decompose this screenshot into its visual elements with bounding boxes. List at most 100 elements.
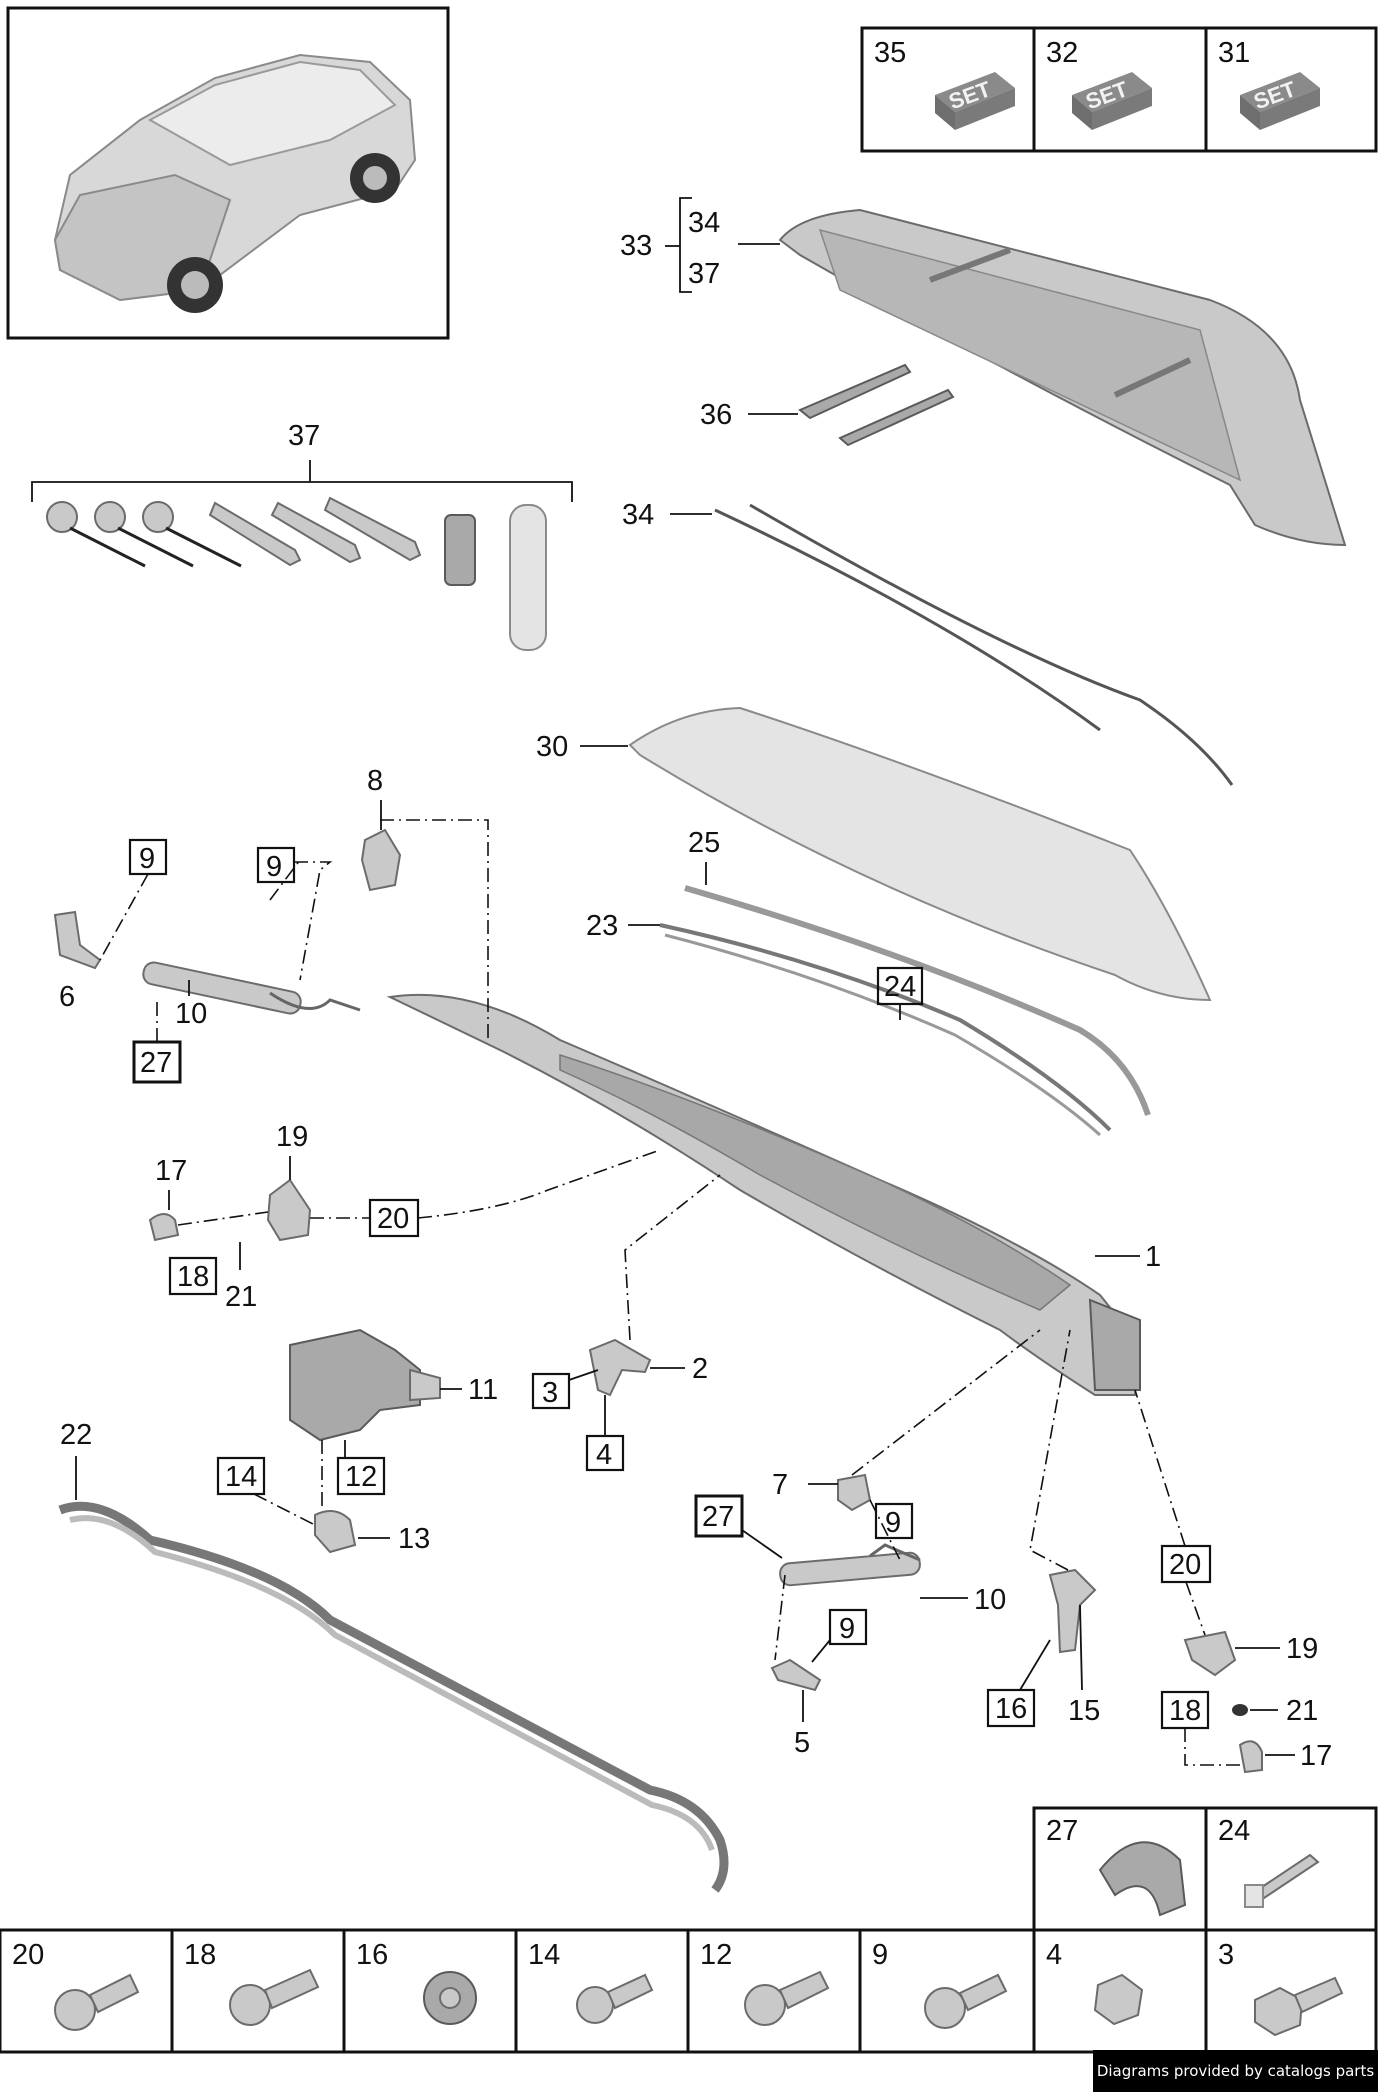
diagram-credit: Diagrams provided by catalogs parts — [1093, 2050, 1378, 2092]
label-33: 33 — [620, 230, 652, 262]
callout-13-14: 14 13 — [216, 1456, 430, 1555]
label-27: 27 — [140, 1047, 172, 1079]
label-20: 20 — [1169, 1549, 1201, 1581]
label-30: 30 — [536, 731, 568, 763]
part-22-weatherstrip[interactable] — [58, 1501, 729, 1893]
label-11: 11 — [468, 1374, 498, 1406]
parts-grid-bottom: 20 18 16 14 12 9 4 3 — [0, 1928, 1378, 2054]
grid-cell-9[interactable]: 9 — [872, 1939, 1008, 2029]
grid-cell-18[interactable]: 18 — [184, 1939, 320, 2026]
part-8-clip[interactable] — [360, 828, 402, 892]
part-37-fastener-kit[interactable] — [31, 460, 573, 651]
label-7: 7 — [772, 1469, 788, 1501]
label-20: 20 — [377, 1203, 409, 1235]
grid-cell-number: 3 — [1218, 1939, 1234, 1971]
part-5-bracket[interactable] — [770, 1658, 822, 1692]
part-17-buffer-left[interactable] — [148, 1213, 180, 1242]
label-3: 3 — [542, 1377, 558, 1409]
label-24: 24 — [884, 971, 916, 1003]
label-18: 18 — [1169, 1695, 1201, 1727]
callout-22: 22 — [60, 1419, 92, 1500]
label-27: 27 — [702, 1501, 734, 1533]
callout-34: 34 — [622, 499, 712, 531]
part-17-buffer-right[interactable] — [1238, 1740, 1263, 1774]
label-21: 21 — [1286, 1695, 1318, 1727]
grid-cell-16[interactable]: 16 — [356, 1939, 477, 2025]
grid-cell-number: 20 — [12, 1939, 44, 1971]
label-37: 37 — [288, 420, 320, 452]
part-34-seal-strip[interactable] — [714, 503, 1234, 786]
part-25-seal[interactable] — [684, 885, 1151, 1116]
callout-15-16: 16 15 — [986, 1329, 1100, 1728]
grid-cell-14[interactable]: 14 — [528, 1939, 654, 2024]
grid-cell-number: 9 — [872, 1939, 888, 1971]
label-9: 9 — [266, 851, 282, 883]
callout-33: 33 34 37 — [620, 197, 780, 293]
callout-right-strut: 7 9 27 10 9 5 — [694, 1329, 1041, 1759]
callout-2-3-4: 2 3 4 — [531, 1174, 721, 1472]
grid-cell-3[interactable]: 3 — [1218, 1939, 1344, 2037]
part-7-clip[interactable] — [837, 1473, 872, 1512]
label-16: 16 — [995, 1693, 1027, 1725]
grid-cell-number: 16 — [356, 1939, 388, 1971]
set-kit-31[interactable]: 31 SET — [1218, 37, 1320, 130]
callout-left-strut: 9 9 8 6 10 27 — [59, 765, 489, 1084]
label-19: 19 — [1286, 1633, 1318, 1665]
label-15: 15 — [1068, 1695, 1100, 1727]
part-30-spoiler-lower[interactable] — [628, 706, 1212, 1002]
label-21: 21 — [225, 1281, 257, 1313]
label-17: 17 — [155, 1155, 187, 1187]
label-22: 22 — [60, 1419, 92, 1451]
part-2-hinge[interactable] — [588, 1338, 652, 1397]
grid-cell-number: 14 — [528, 1939, 560, 1971]
callout-25: 25 — [688, 827, 720, 885]
label-19: 19 — [276, 1121, 308, 1153]
part-6-bracket[interactable] — [53, 910, 102, 970]
grid-cell-12[interactable]: 12 — [700, 1939, 830, 2026]
callout-37: 37 — [288, 420, 320, 452]
grid-cell-number: 4 — [1046, 1939, 1062, 1971]
label-4: 4 — [596, 1439, 612, 1471]
callout-36: 36 — [700, 399, 798, 431]
part-1-tailgate[interactable] — [386, 993, 1142, 1396]
label-5: 5 — [794, 1727, 810, 1759]
label-10: 10 — [175, 998, 207, 1030]
part-19-bracket-right[interactable] — [1183, 1630, 1237, 1677]
part-36-spoiler-blades[interactable] — [798, 363, 955, 447]
label-18: 18 — [177, 1261, 209, 1293]
label-25: 25 — [688, 827, 720, 859]
part-23-gasket[interactable] — [659, 923, 1112, 1137]
grid-cell-number: 24 — [1218, 1815, 1250, 1847]
part-15-sensor[interactable] — [1048, 1568, 1097, 1654]
callout-24: 24 — [876, 966, 924, 1020]
vehicle-thumbnail — [6, 6, 450, 340]
grid-cell-4[interactable]: 4 — [1046, 1939, 1144, 2026]
label-9: 9 — [139, 843, 155, 875]
grid-cell-24[interactable]: 24 — [1218, 1815, 1320, 1908]
set-kits-grid: 35 SET 32 SET 31 SET — [860, 26, 1378, 153]
label-10: 10 — [974, 1584, 1006, 1616]
set-kit-32[interactable]: 32 SET — [1046, 37, 1152, 130]
callout-1: 1 — [1095, 1241, 1161, 1273]
label-8: 8 — [367, 765, 383, 797]
label-9: 9 — [839, 1613, 855, 1645]
part-10-gas-strut-left[interactable] — [141, 961, 361, 1016]
grid-cell-20[interactable]: 20 — [12, 1939, 140, 2031]
grid-cell-27[interactable]: 27 — [1046, 1815, 1187, 1917]
label-2: 2 — [692, 1353, 708, 1385]
label-34: 34 — [688, 207, 720, 239]
label-9: 9 — [885, 1507, 901, 1539]
set-kit-35[interactable]: 35 SET — [874, 37, 1015, 130]
callout-23: 23 — [586, 910, 660, 942]
label-34: 34 — [622, 499, 654, 531]
set-kit-number: 35 — [874, 37, 906, 69]
part-33-spoiler[interactable] — [778, 208, 1347, 547]
part-10-gas-strut-right[interactable] — [779, 1543, 921, 1587]
part-13-striker[interactable] — [314, 1510, 357, 1554]
callout-right-buffer: 20 19 18 21 17 — [1134, 1389, 1332, 1772]
part-11-lock-actuator[interactable] — [289, 1328, 441, 1442]
set-kit-number: 31 — [1218, 37, 1250, 69]
label-37: 37 — [688, 258, 720, 290]
part-19-bracket-left[interactable] — [266, 1178, 312, 1242]
